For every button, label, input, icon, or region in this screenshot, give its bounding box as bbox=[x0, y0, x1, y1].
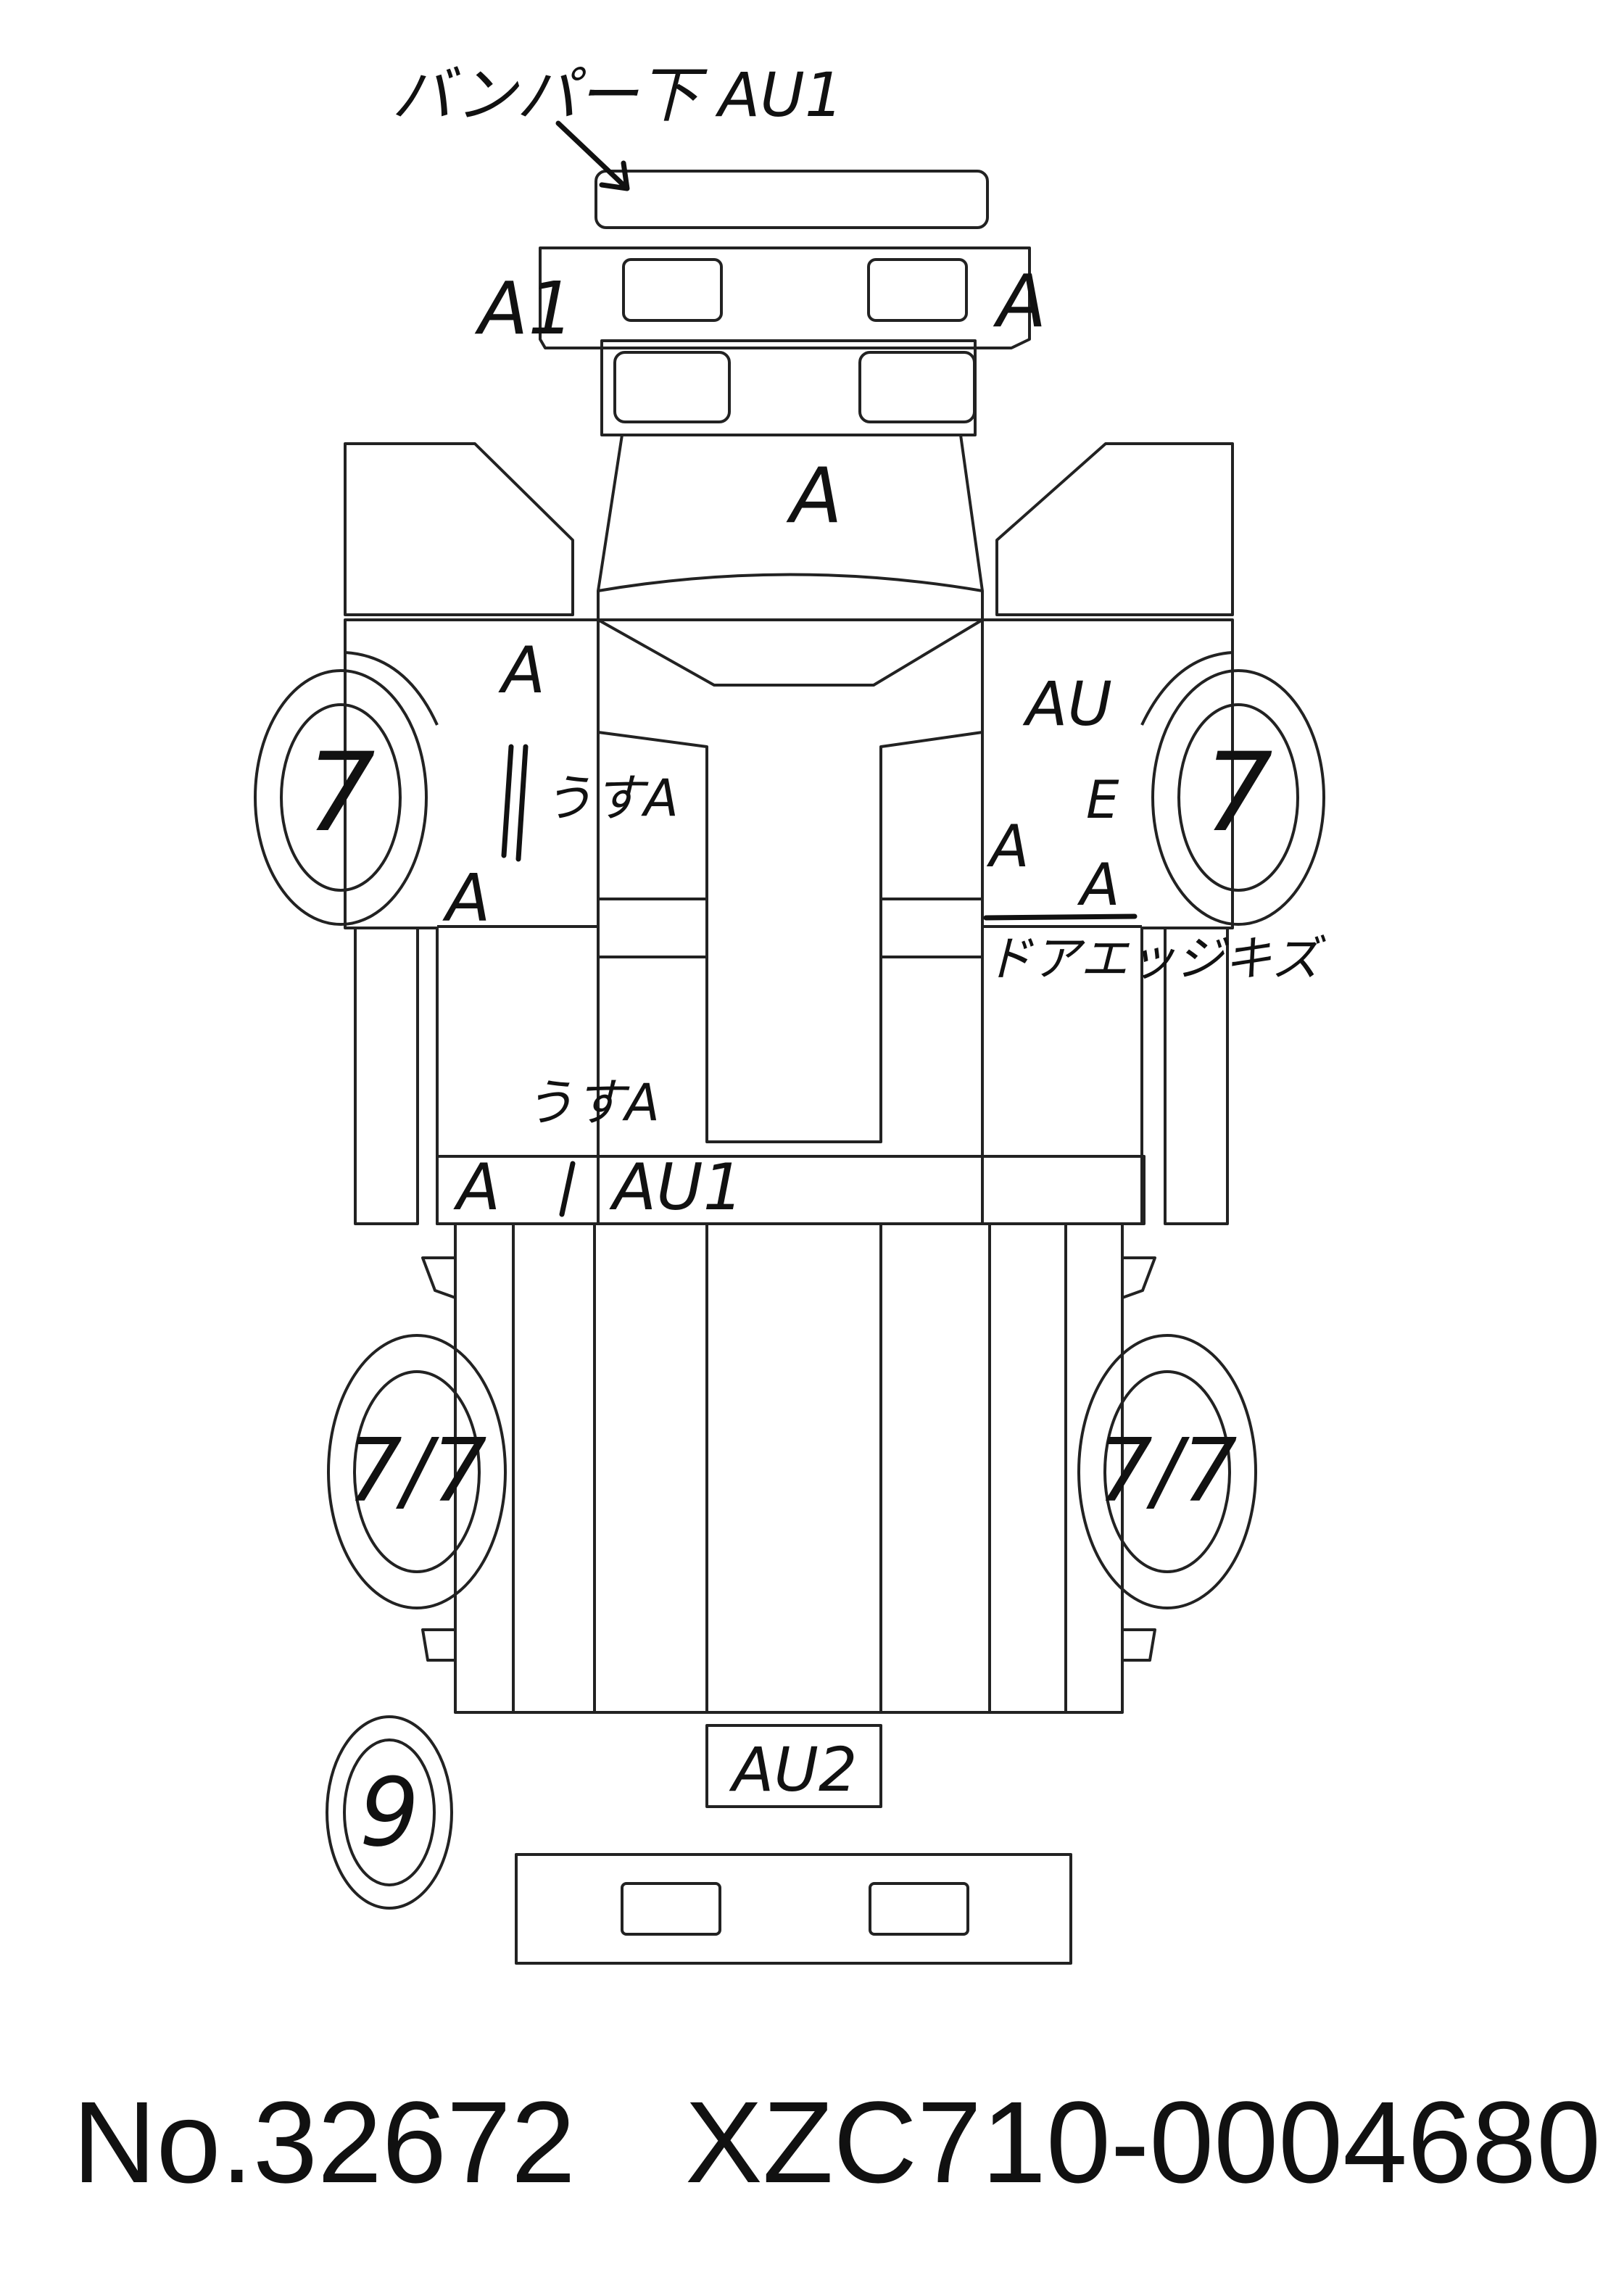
left-fender-lower-note: うすA bbox=[542, 768, 679, 828]
mirror-right bbox=[995, 442, 1234, 616]
headlamp-left bbox=[622, 258, 723, 322]
tire-values: 7 7 7/7 7/7 9 bbox=[306, 730, 1272, 1868]
tire-spare-outer bbox=[326, 1715, 453, 1910]
headlamp-right bbox=[867, 258, 968, 322]
front-grille bbox=[539, 246, 1031, 349]
hood-note: A bbox=[786, 452, 842, 540]
vehicle-outline bbox=[344, 170, 1234, 1965]
front-left-arch bbox=[344, 651, 439, 726]
windshield-right-pane bbox=[858, 351, 976, 423]
tire-rear-left-value: 7/7 bbox=[347, 1421, 486, 1522]
rear-panel-note: AU2 bbox=[729, 1734, 857, 1805]
door-edge-line bbox=[983, 913, 1138, 921]
tire-front-right-outer bbox=[1151, 669, 1325, 926]
sill-bar bbox=[436, 1155, 1146, 1225]
left-door-edge-note: A bbox=[442, 861, 491, 937]
right-door-e-note: E bbox=[1086, 769, 1119, 830]
rear-panel bbox=[705, 1724, 882, 1808]
tire-front-right-value: 7 bbox=[1204, 730, 1272, 856]
right-door-a2-note: A bbox=[1077, 851, 1120, 919]
bumper-note: バンパー下 AU1 bbox=[392, 59, 843, 130]
footer-number: No.32672 bbox=[72, 2077, 576, 2207]
scratch-mark-left-1 bbox=[501, 744, 514, 858]
hand-marks bbox=[501, 120, 1138, 1217]
left-sill-a-note: A bbox=[453, 1150, 500, 1224]
right-door-edge-note: ドアエッジキズ bbox=[985, 931, 1326, 987]
cab-roof bbox=[597, 618, 984, 1143]
tire-front-left-value: 7 bbox=[306, 730, 375, 856]
cargo-bed bbox=[454, 1222, 1124, 1714]
step-right bbox=[1164, 927, 1229, 1225]
tire-front-right-inner bbox=[1177, 703, 1299, 892]
tire-spare-inner bbox=[343, 1738, 436, 1886]
step-left bbox=[354, 927, 419, 1225]
left-sill-au1-note: AU1 bbox=[609, 1150, 744, 1224]
cab-roofline bbox=[597, 573, 983, 592]
mudflap-left-top bbox=[421, 1256, 457, 1299]
tire-spare-value: 9 bbox=[360, 1757, 420, 1868]
scratch-mark-left-2 bbox=[515, 744, 529, 862]
mudflap-left-bottom bbox=[421, 1628, 457, 1662]
tire-front-left-outer bbox=[254, 669, 428, 926]
front-right-lamp-note: A bbox=[993, 259, 1046, 344]
footer: No.32672 XZC710-0004680 bbox=[72, 2077, 1601, 2207]
rear-bumper bbox=[515, 1853, 1072, 1965]
mirror-left bbox=[344, 442, 574, 616]
left-rear-door-note: うすA bbox=[523, 1073, 660, 1132]
rear-lamp-right bbox=[869, 1882, 969, 1936]
footer-chassis: XZC710-0004680 bbox=[685, 2077, 1601, 2207]
scratch-mark-sill bbox=[559, 1161, 576, 1217]
mudflap-right-top bbox=[1121, 1256, 1156, 1299]
rear-lamp-left bbox=[621, 1882, 721, 1936]
mudflap-right-bottom bbox=[1121, 1628, 1156, 1662]
tire-rear-right-outer bbox=[1077, 1334, 1257, 1609]
left-fender-note: A bbox=[498, 633, 545, 708]
front-bumper bbox=[594, 170, 989, 229]
tire-rear-right-inner bbox=[1103, 1370, 1231, 1573]
tires bbox=[254, 669, 1325, 1910]
right-fender-note: AU bbox=[1022, 668, 1112, 739]
bumper-note-arrow bbox=[555, 120, 630, 191]
windshield-left-pane bbox=[613, 351, 731, 423]
tire-rear-right-value: 7/7 bbox=[1097, 1421, 1237, 1522]
windshield bbox=[600, 339, 977, 436]
front-left-lamp-note: A1 bbox=[474, 266, 574, 351]
right-door-a1-note: A bbox=[986, 813, 1030, 880]
tire-front-left-inner bbox=[280, 703, 402, 892]
tire-rear-left-inner bbox=[353, 1370, 481, 1573]
annotations: バンパー下 AU1 A1 A A A うすA A うすA A AU1 AU E … bbox=[392, 59, 1326, 1805]
tire-rear-left-outer bbox=[327, 1334, 507, 1609]
front-right-arch bbox=[1140, 651, 1233, 726]
